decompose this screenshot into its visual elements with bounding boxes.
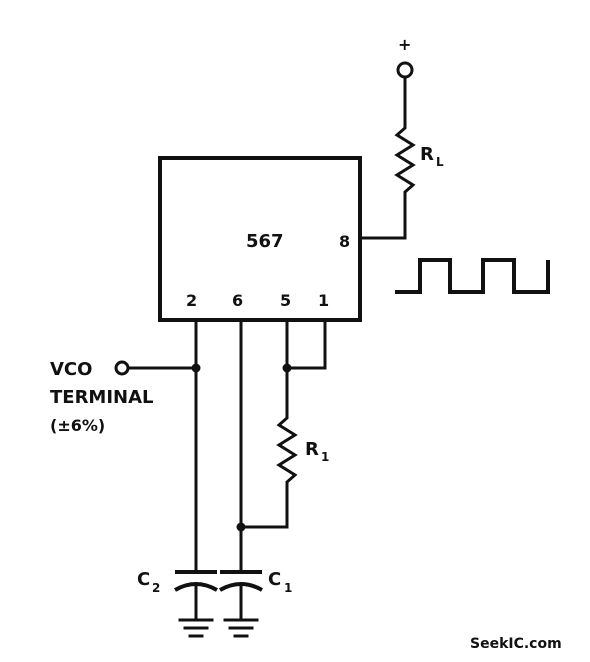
c1-label-sub: 1: [284, 581, 292, 595]
vco-label-line1: VCO: [50, 359, 92, 380]
pin-8-label: 8: [339, 232, 350, 251]
ic-label: 567: [246, 231, 284, 252]
output-square-wave-icon: [395, 258, 550, 294]
pin-2-label: 2: [186, 291, 197, 310]
rl-label-sub: L: [436, 155, 444, 169]
pin-6-label: 6: [232, 291, 243, 310]
watermark-text: SeekIC.com: [470, 636, 562, 652]
vco-label-line3: (±6%): [50, 416, 105, 435]
c1-ground-icon: [223, 618, 259, 638]
c2-label-sub: 2: [152, 581, 160, 595]
vco-terminal: [114, 360, 130, 376]
c1-label-main: C: [268, 569, 281, 590]
supply-plus-label: +: [398, 35, 411, 54]
pin-1-label: 1: [318, 291, 329, 310]
c2-ground-icon: [178, 618, 214, 638]
c2-label-main: C: [137, 569, 150, 590]
supply-terminal: [396, 61, 414, 79]
pin-5-label: 5: [280, 291, 291, 310]
pin5-pin1-link: [285, 318, 327, 370]
r1-label-sub: 1: [321, 450, 329, 464]
load-resistor-rl: [358, 75, 416, 240]
r1-label-main: R: [305, 439, 319, 460]
vco-label-line2: TERMINAL: [50, 387, 154, 408]
rl-label-main: R: [420, 144, 434, 165]
timing-resistor-r1: [239, 366, 298, 529]
